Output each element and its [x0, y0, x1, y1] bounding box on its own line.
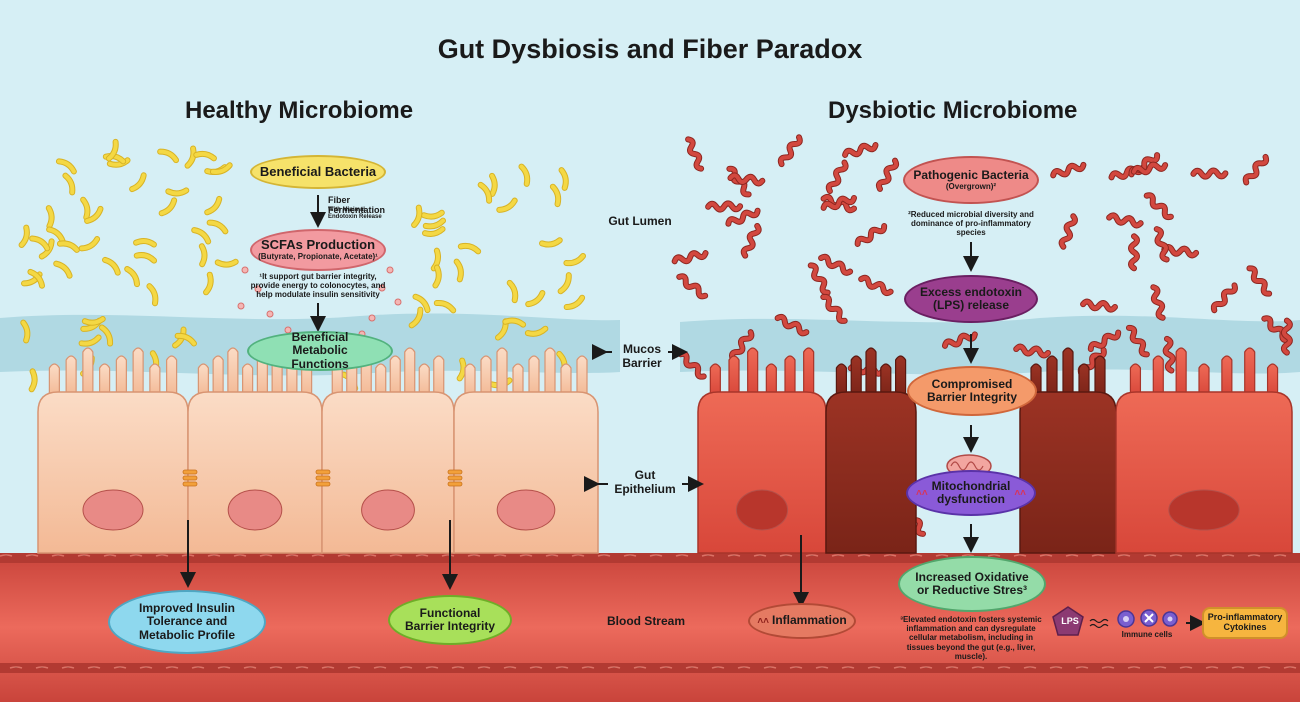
wave-icon	[1089, 618, 1109, 629]
gut-lumen-label: Gut Lumen	[608, 214, 672, 228]
pathogenic-note: ²Reduced microbial diversity and dominan…	[908, 210, 1034, 238]
gut-epithelium-label: Gut Epithelium	[614, 468, 676, 497]
immune-cells-label: Immune cells	[1121, 630, 1173, 639]
blood-stream-label: Blood Stream	[606, 614, 685, 628]
double-chevron-up-icon: ˄˄	[1014, 487, 1026, 499]
lps-release-pill: Excess endotoxin (LPS) release	[904, 275, 1038, 323]
healthy-heading: Healthy Microbiome	[185, 97, 414, 124]
pathogenic-bacteria-pill: Pathogenic Bacteria (Overgrown)²	[903, 156, 1039, 204]
healthy-epithelium	[37, 347, 599, 554]
immune-cell-icon	[1117, 609, 1178, 628]
flow-arrows	[180, 195, 1206, 631]
mucus-barrier-right	[680, 315, 1300, 375]
mucos-barrier-label: Mucos Barrier	[622, 342, 662, 371]
lps-pentagon-icon	[1052, 606, 1084, 636]
functional-barrier-pill: Functional Barrier Integrity	[388, 595, 512, 645]
inflammation-pill: ˄˄ Inflammation	[748, 603, 856, 639]
page-title: Gut Dysbiosis and Fiber Paradox	[437, 34, 863, 64]
oxidative-stress-pill: Increased Oxidative or Reductive Stres³	[898, 556, 1046, 612]
improved-insulin-pill: Improved Insulin Tolerance and Metabolic…	[108, 590, 266, 654]
fiber-fermentation-label: Fiber Fermentation	[328, 195, 386, 216]
scfa-note: ¹It support gut barrier integrity, provi…	[250, 272, 386, 300]
metabolic-functions-pill: Beneficial Metabolic Functions	[247, 331, 393, 371]
scfa-dots	[237, 266, 402, 338]
beneficial-bacteria-cluster	[18, 138, 586, 393]
dysbiotic-epithelium	[697, 347, 1293, 554]
beneficial-bacteria-pill: Beneficial Bacteria	[250, 155, 386, 189]
cytokines-box: Pro-inflammatory Cytokines	[1202, 607, 1288, 639]
side-arrows	[584, 344, 704, 492]
scfa-pill: SCFAs Production (Butyrate, Propionate, …	[250, 229, 386, 271]
mitochondrial-dysfunction-pill: ˄˄ Mitochondrial dysfunction ˄˄	[906, 470, 1036, 516]
double-chevron-up-icon: ˄˄	[916, 487, 928, 499]
double-chevron-up-icon: ˄˄	[757, 615, 769, 627]
dysbiotic-heading: Dysbiotic Microbiome	[828, 97, 1078, 124]
lps-label: LPS	[1061, 616, 1079, 626]
compromised-barrier-pill: Compromised Barrier Integrity	[907, 366, 1037, 416]
oxidative-note: ³Elevated endotoxin fosters systemic inf…	[900, 615, 1042, 661]
minimal-endotoxin-label: With Minimal Endotoxin Release	[328, 207, 382, 220]
